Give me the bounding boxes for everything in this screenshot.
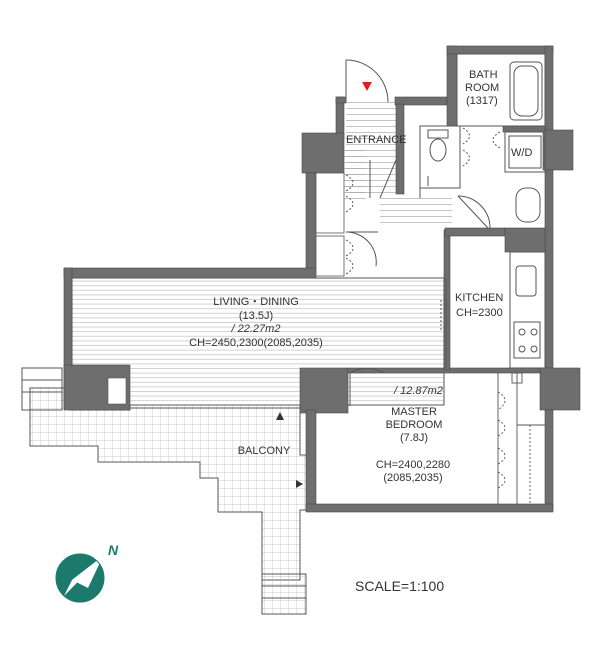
entrance-floor	[344, 102, 452, 228]
bath-label-line1: BATH	[469, 69, 498, 81]
bath-size: (1317)	[466, 95, 498, 107]
kitchen-counter	[509, 251, 546, 369]
bathroom	[456, 53, 546, 127]
scale-label: SCALE=1:100	[355, 578, 444, 594]
wd-label: W/D	[511, 147, 532, 159]
bedroom-ceiling-line1: CH=2400,2280	[376, 459, 450, 471]
living-ceiling: CH=2450,2300(2085,2035)	[189, 337, 323, 349]
compass-icon	[55, 553, 105, 603]
entrance-label: ENTRANCE	[346, 134, 407, 146]
living-size: (13.5J)	[239, 310, 273, 322]
balcony-arrow-up	[276, 412, 284, 420]
entry-marker	[362, 82, 372, 91]
washer-dryer	[504, 131, 546, 223]
living-dining-floor	[71, 277, 445, 406]
kitchen-ceiling: CH=2300	[456, 307, 503, 319]
bedroom-size: (7.8J)	[400, 432, 428, 444]
living-area: / 22.27m2	[231, 323, 281, 335]
toilet	[419, 125, 461, 189]
balcony-arrow-right	[296, 480, 303, 488]
bath-label-line2: ROOM	[465, 82, 499, 94]
kitchen-label: KITCHEN	[455, 292, 503, 304]
balcony-label: BALCONY	[238, 445, 291, 457]
living-label: LIVING・DINING	[213, 296, 299, 308]
walls	[63, 45, 581, 513]
bedroom-label-line2: BEDROOM	[386, 419, 443, 431]
door-swings	[345, 59, 501, 406]
bedroom-label-line1: MASTER	[391, 406, 437, 418]
compass-label: N	[108, 542, 119, 558]
bedroom-ceiling-line2: (2085,2035)	[383, 472, 442, 484]
bedroom-area: / 12.87m2	[393, 385, 443, 397]
bedroom-closet	[497, 372, 545, 504]
